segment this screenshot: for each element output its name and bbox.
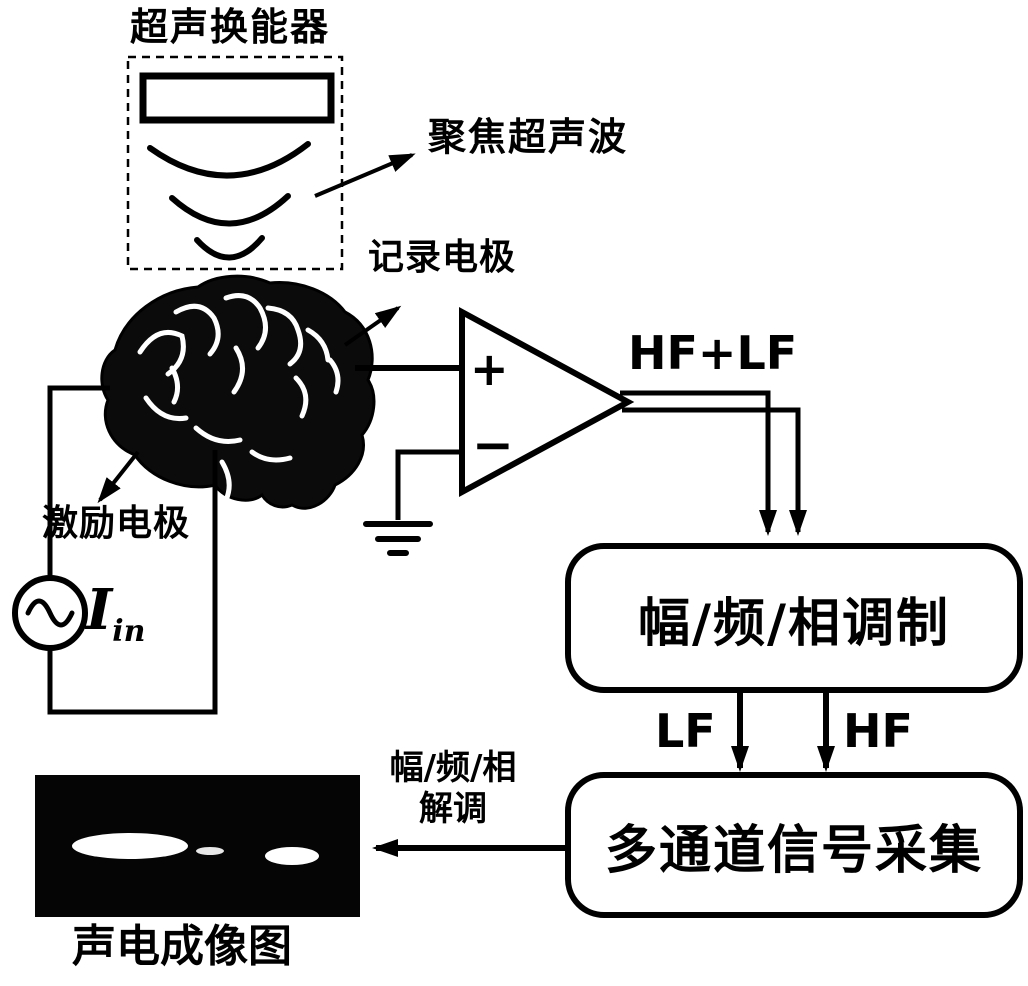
focused-ultrasound-label: 聚焦超声波: [428, 115, 629, 159]
transducer-element: [139, 72, 335, 124]
opamp-minus-input-wire: [395, 449, 462, 520]
excitation-electrode-label: 激励电极: [42, 503, 191, 544]
circuit-wire-left: [47, 385, 110, 579]
lf-label: LF: [655, 704, 716, 758]
circuit-wire-bottom: [47, 450, 218, 715]
opamp: [355, 306, 635, 556]
excitation-electrode-arrow: [97, 450, 140, 504]
opamp-output-line-2: [622, 407, 807, 536]
demodulation-label: 幅/频/相 解调: [368, 748, 538, 830]
acquisition-box-label: 多通道信号采集: [604, 820, 983, 881]
focused-ultrasound-arrow: [314, 153, 416, 198]
opamp-plus-label: +: [470, 342, 509, 396]
ground-icon: [363, 521, 433, 556]
hf-label: HF: [843, 704, 913, 758]
image-caption: 声电成像图: [72, 921, 292, 972]
modulation-box-label: 幅/频/相调制: [638, 593, 950, 654]
input-current-symbol: I: [86, 577, 113, 643]
recording-electrode-arrow: [343, 305, 402, 347]
transducer-housing-outline: [126, 55, 344, 271]
transducer-label: 超声换能器: [130, 5, 331, 49]
opamp-output-line-1: [620, 390, 777, 536]
hf-lf-label: HF+LF: [628, 326, 798, 380]
brain-illustration: [100, 274, 376, 510]
modulation-box: [565, 543, 1023, 693]
brain-outline: [100, 274, 376, 510]
recording-electrode-label: 记录电极: [368, 237, 517, 278]
input-current-label: Iin: [86, 582, 145, 647]
current-source-circuit: [12, 385, 218, 715]
brain-gyri: [137, 293, 341, 503]
demodulation-label-line2: 解调: [419, 788, 487, 829]
ultrasound-wave-arcs: [147, 141, 311, 261]
opamp-body: [459, 306, 635, 498]
output-image: [35, 775, 360, 917]
acquisition-box: [565, 772, 1023, 918]
output-image-blob-3: [196, 847, 224, 855]
demodulation-label-line1: 幅/频/相: [389, 748, 517, 788]
opamp-minus-label: −: [472, 416, 514, 474]
output-image-blob-2: [265, 847, 319, 865]
output-image-blob-1: [72, 833, 188, 859]
current-source-sine-icon: [25, 598, 75, 628]
input-current-subscript: in: [112, 614, 146, 650]
